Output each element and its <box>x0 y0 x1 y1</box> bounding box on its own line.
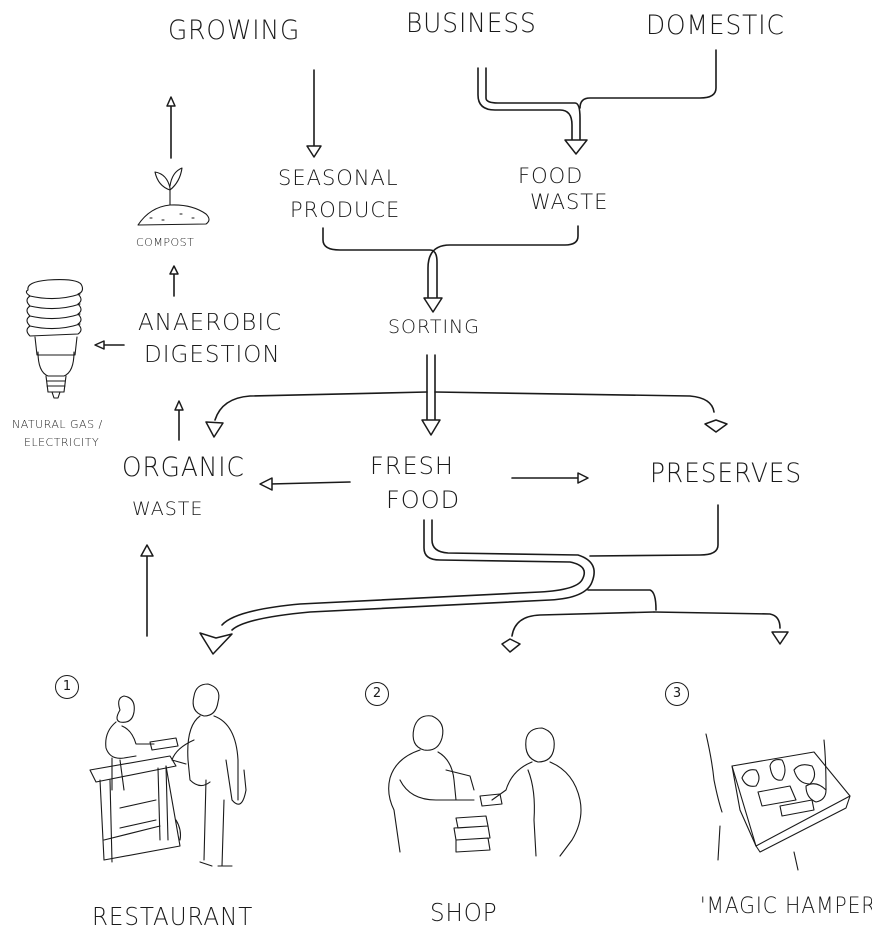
node-food-waste-line1: Food <box>518 164 584 188</box>
arrow-restaurant-to-organic <box>140 544 154 637</box>
node-seasonal-produce-line2: Produce <box>290 198 401 222</box>
node-growing: Growing <box>168 15 301 46</box>
node-fresh-food-line1: Fresh <box>370 452 454 480</box>
node-seasonal-produce-line1: Seasonal <box>278 166 399 190</box>
arrow-distribution <box>199 504 789 655</box>
arrow-sorting-to-freshfood <box>421 354 441 436</box>
arrow-business-domestic-to-foodwaste <box>477 49 717 155</box>
node-compost: Compost <box>136 236 195 249</box>
node-domestic: Domestic <box>646 10 785 41</box>
arrow-compost-to-growing <box>166 96 176 159</box>
arrow-organic-to-digestion <box>174 400 184 441</box>
node-anaerobic-digestion-line2: Digestion <box>144 342 281 368</box>
arrow-freshfood-to-organic <box>259 477 351 491</box>
arrow-to-sorting <box>322 225 579 313</box>
hamper-scene-icon <box>705 733 851 871</box>
node-sorting: Sorting <box>388 316 480 338</box>
arrow-digestion-to-bulb <box>94 340 125 350</box>
outlet-number-2: 2 <box>365 682 389 706</box>
restaurant-scene-icon <box>89 683 247 867</box>
arrow-sorting-branches <box>205 391 728 438</box>
outlet-label-magic-hamper: 'Magic Hamper' <box>700 894 872 919</box>
node-anaerobic-digestion-line1: Anaerobic <box>138 310 283 336</box>
outlet-label-shop: Shop <box>430 898 498 927</box>
node-food-waste-line2: Waste <box>530 190 609 214</box>
arrow-digestion-to-compost <box>169 265 179 297</box>
node-organic-waste-line2: Waste <box>132 498 204 520</box>
seedling-icon <box>137 167 210 226</box>
outlet-number-1: 1 <box>55 675 79 699</box>
node-fresh-food-line2: Food <box>386 486 461 514</box>
outlet-number-3: 3 <box>665 682 689 706</box>
outlet-label-restaurant: Restaurant <box>92 902 254 931</box>
node-natural-gas-line2: Electricity <box>24 436 100 449</box>
node-business: Business <box>406 8 537 39</box>
node-natural-gas-line1: Natural Gas / <box>12 418 103 431</box>
shop-scene-icon <box>388 715 582 857</box>
node-preserves: Preserves <box>650 458 803 489</box>
node-organic-waste-line1: Organic <box>122 452 245 483</box>
arrow-freshfood-to-preserves <box>511 472 589 484</box>
lightbulb-icon <box>25 279 84 399</box>
arrow-growing-to-seasonal <box>306 69 322 158</box>
